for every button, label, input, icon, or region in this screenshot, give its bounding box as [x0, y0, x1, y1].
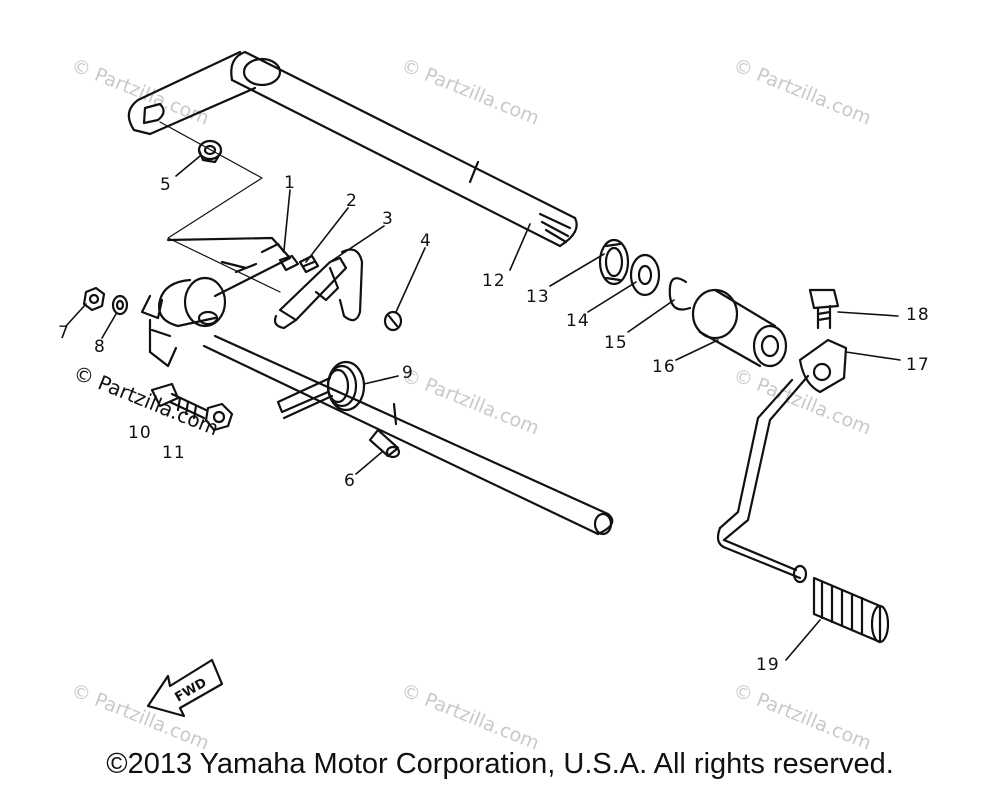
alignment-line [159, 121, 281, 293]
fwd-arrow-icon [146, 658, 224, 718]
bolt-part-10 [150, 382, 208, 420]
watermark: © Partzilla.com [730, 364, 874, 439]
callout-6: 6 [344, 471, 356, 491]
pin-part-6 [368, 428, 401, 459]
leader-lines [65, 155, 901, 661]
lever-part-3 [273, 248, 364, 330]
callout-16: 16 [652, 357, 676, 377]
spring-part-2 [298, 254, 320, 274]
boss-part-16 [691, 288, 788, 368]
callout-5: 5 [160, 175, 172, 195]
callout-2: 2 [346, 191, 358, 211]
collar-part-5 [197, 139, 223, 164]
callout-13: 13 [526, 287, 550, 307]
washer-part-14 [629, 253, 661, 297]
shift-arm-assembly [140, 236, 292, 368]
watermark: © Partzilla.com [68, 54, 212, 129]
callout-17: 17 [906, 355, 930, 375]
callout-7: 7 [58, 323, 70, 343]
watermark: © Partzilla.com [398, 679, 542, 754]
washer-part-8 [111, 294, 129, 316]
callout-14: 14 [566, 311, 590, 331]
watermark: © Partzilla.com [730, 54, 874, 129]
callout-11: 11 [162, 443, 186, 463]
callout-15: 15 [604, 333, 628, 353]
copyright-notice: ©2013 Yamaha Motor Corporation, U.S.A. A… [106, 748, 894, 780]
callout-3: 3 [382, 209, 394, 229]
circlip-part-15 [668, 277, 692, 311]
callout-labels: 1 2 3 4 5 6 7 8 9 10 11 12 13 14 15 16 1… [58, 173, 930, 675]
nut-part-11 [204, 402, 234, 432]
pedal-rubber-part-19 [812, 576, 890, 644]
callout-8: 8 [94, 337, 106, 357]
pedal-arm-part-17 [716, 338, 848, 584]
callout-18: 18 [906, 305, 930, 325]
shift-shaft-part-12 [127, 50, 578, 248]
callout-9: 9 [402, 363, 414, 383]
callout-1: 1 [284, 173, 296, 193]
callout-4: 4 [420, 231, 432, 251]
watermark: © Partzilla.com [730, 679, 874, 754]
bearing-part-13 [598, 238, 630, 286]
callout-12: 12 [482, 271, 506, 291]
clip-part-4 [383, 310, 403, 332]
pin-part-1 [278, 254, 300, 272]
nut-part-7 [82, 286, 106, 312]
callout-10: 10 [128, 423, 152, 443]
lower-shaft [202, 334, 614, 536]
watermark: © Partzilla.com [398, 54, 542, 129]
callout-19: 19 [756, 655, 780, 675]
bolt-part-18 [808, 288, 840, 330]
